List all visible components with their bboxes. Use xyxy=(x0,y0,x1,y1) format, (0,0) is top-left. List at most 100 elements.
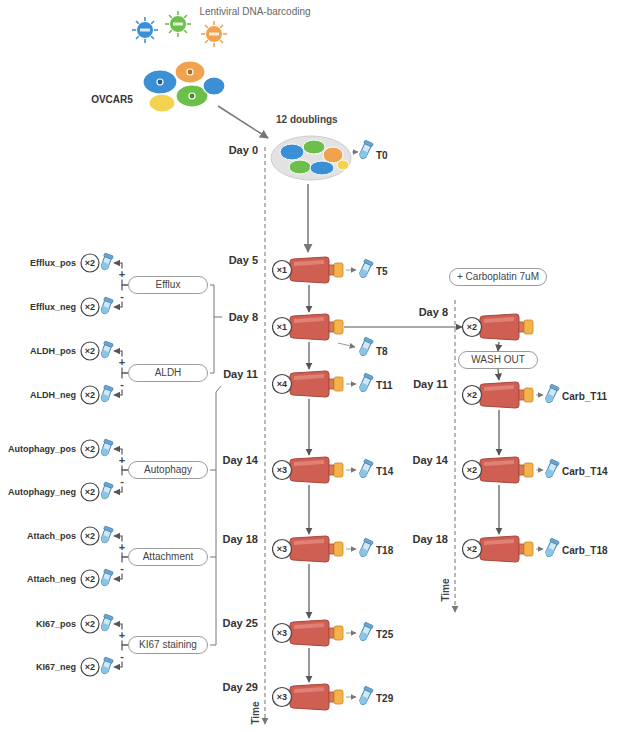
drawing-part xyxy=(310,161,334,175)
drawing-part xyxy=(358,259,374,279)
sample-label: T18 xyxy=(376,545,393,557)
flow-arrow xyxy=(498,369,499,380)
drawing-part xyxy=(358,538,374,558)
replicate-circle: ×2 xyxy=(80,481,114,503)
drawing-part xyxy=(132,17,158,43)
count-label: ×2 xyxy=(80,296,100,318)
fraction-label: ALDH_neg xyxy=(30,390,76,400)
drawing-part xyxy=(358,459,374,479)
drawing-part xyxy=(358,622,374,642)
assay-brackets xyxy=(210,285,222,645)
box-label: WASH OUT xyxy=(471,354,525,365)
sample-label: Carb_T11 xyxy=(562,391,607,403)
fraction-label: Attach_neg xyxy=(27,574,76,584)
box-label: Efflux xyxy=(156,279,181,290)
replicate-circle: ×2 xyxy=(80,656,114,678)
fraction-label: ALDH_pos xyxy=(30,346,76,356)
drawing-part xyxy=(536,395,543,396)
day-label: Day 25 xyxy=(223,617,258,630)
box-label: Autophagy xyxy=(144,464,192,475)
step-label: 12 doublings xyxy=(276,114,338,126)
sample-label: T14 xyxy=(376,466,393,478)
count-label: ×2 xyxy=(462,380,482,410)
culture-flask: ×3 xyxy=(272,455,344,485)
sample-tubes xyxy=(358,140,560,706)
branch-sign: - xyxy=(119,379,125,390)
cell-sheet xyxy=(271,136,351,180)
drawing-part xyxy=(338,343,355,347)
timeline xyxy=(265,147,455,724)
drawing-part xyxy=(203,77,225,95)
drawing-part xyxy=(143,70,177,94)
replicate-circle: ×2 xyxy=(80,384,114,406)
culture-flask: ×2 xyxy=(462,534,534,564)
drawing-part xyxy=(346,270,356,271)
count-label: ×3 xyxy=(272,682,292,712)
count-label: ×2 xyxy=(80,340,100,362)
flow-arrow xyxy=(308,564,309,618)
axis-label: Time xyxy=(440,578,452,601)
fraction-label: Attach_pos xyxy=(27,531,76,541)
drawing-part xyxy=(544,459,560,479)
day-label: Day 14 xyxy=(413,454,448,467)
drawing-part xyxy=(346,470,356,471)
drawing-part xyxy=(157,79,163,85)
day-label: Day 5 xyxy=(229,254,258,267)
culture-flask: ×1 xyxy=(272,255,344,285)
drawing-part xyxy=(346,697,356,698)
assay-box: ALDH xyxy=(128,364,208,382)
culture-flask: ×3 xyxy=(272,682,344,712)
fraction-label: KI67_neg xyxy=(36,662,76,672)
count-label: ×2 xyxy=(80,481,100,503)
drawing-part xyxy=(201,21,227,47)
flow-arrow xyxy=(114,470,128,492)
flow-arrow xyxy=(308,485,309,534)
day-label: Day 0 xyxy=(229,144,258,157)
drawing-part xyxy=(165,11,191,37)
replicate-circle: ×2 xyxy=(80,252,114,274)
day-label: Day 29 xyxy=(223,681,258,694)
drawing-part xyxy=(280,144,304,160)
drawing-part xyxy=(271,136,351,180)
replicate-circle: ×2 xyxy=(80,568,114,590)
count-label: ×2 xyxy=(80,656,100,678)
treatment-box: + Carboplatin 7uM xyxy=(449,268,547,286)
day-label: Day 8 xyxy=(419,306,448,319)
drawing-part xyxy=(264,147,265,724)
count-label: ×2 xyxy=(462,312,482,342)
sample-label: T8 xyxy=(376,346,388,358)
count-label: ×2 xyxy=(80,525,100,547)
day-label: Day 18 xyxy=(223,533,258,546)
box-label: ALDH xyxy=(155,367,182,378)
culture-flask: ×1 xyxy=(272,312,344,342)
count-label: ×2 xyxy=(80,568,100,590)
branch-sign: - xyxy=(119,563,125,574)
sample-arrows xyxy=(338,152,543,697)
caption-label: Lentiviral DNA-barcoding xyxy=(199,6,310,18)
branch-sign: + xyxy=(118,454,126,465)
day-label: Day 8 xyxy=(229,311,258,324)
drawing-part xyxy=(358,686,374,706)
count-label: ×3 xyxy=(272,618,292,648)
drawing-part xyxy=(337,160,349,170)
sample-label: T0 xyxy=(376,150,388,162)
fraction-label: Efflux_pos xyxy=(30,258,76,268)
branch-sign: - xyxy=(119,291,125,302)
sample-label: Carb_T14 xyxy=(562,466,608,478)
drawing-part xyxy=(544,384,560,404)
fraction-label: KI67_pos xyxy=(36,619,76,629)
drawing-part xyxy=(214,317,222,318)
branch-sign: + xyxy=(118,269,126,280)
sample-label: T11 xyxy=(376,380,393,392)
seed-arrow xyxy=(307,184,309,252)
flow-arrow xyxy=(498,485,499,534)
branch-sign: + xyxy=(118,357,126,368)
fraction-label: Autophagy_neg xyxy=(8,487,76,497)
branch-sign: + xyxy=(118,629,126,640)
day-label: Day 11 xyxy=(223,368,258,381)
culture-flask: ×3 xyxy=(272,618,344,648)
replicate-circle: ×2 xyxy=(80,296,114,318)
flow-arrow xyxy=(114,449,128,470)
drawing-part xyxy=(358,140,374,160)
